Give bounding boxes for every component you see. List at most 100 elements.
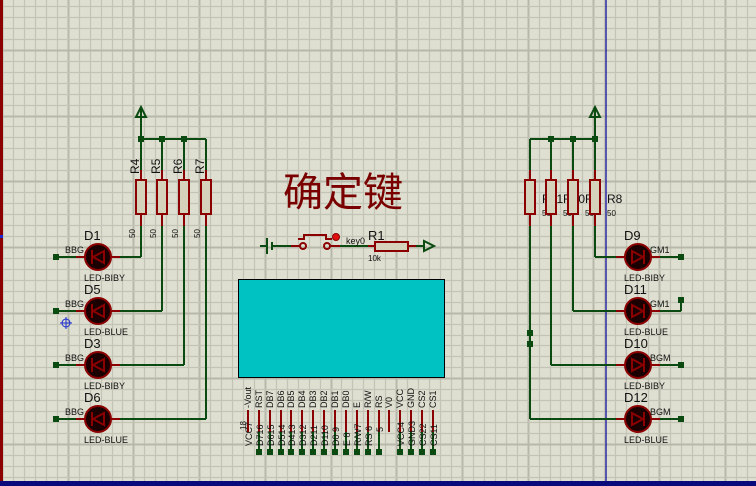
terminal-dot: [321, 449, 327, 455]
terminal-dot: [397, 449, 403, 455]
resistor-ref: R6: [171, 158, 185, 174]
resistor-body: [524, 179, 536, 215]
led-body: [84, 405, 112, 433]
resistor-body: [545, 179, 557, 215]
terminal-dot: [678, 254, 684, 260]
led-body: [624, 405, 652, 433]
resistor-value: 10k: [368, 254, 382, 263]
lcd-pin-name: E: [352, 402, 362, 408]
push-button[interactable]: [291, 233, 340, 250]
resistor-ref: R7: [193, 158, 207, 174]
diode-icon: [90, 249, 105, 265]
resistor-body: [200, 179, 212, 215]
led-type: LED-BLUE: [624, 327, 668, 337]
led-type: LED-BIBY: [624, 273, 665, 283]
led-body: [84, 297, 112, 325]
resistor-body: [567, 179, 579, 215]
led-body: [84, 351, 112, 379]
resistor-r11[interactable]: R1150: [524, 170, 563, 226]
title-label[interactable]: 确定键: [283, 170, 403, 216]
lcd-net-label: RS 6: [364, 426, 374, 446]
lcd-pin-name: DB5: [286, 390, 296, 408]
resistor-r6[interactable]: R6 50: [171, 158, 190, 238]
terminal-dot: [53, 254, 59, 260]
led-ref: D12: [624, 390, 648, 405]
terminal-dot: [288, 449, 294, 455]
resistor-body: [156, 179, 168, 215]
diode-icon: [631, 303, 646, 319]
lcd-pin-number: 18: [239, 421, 248, 430]
terminal-dot: [376, 449, 382, 455]
resistor-ref: R1: [368, 228, 385, 243]
led-type: LED-BLUE: [624, 435, 668, 445]
lcd-pin-name: DB7: [265, 390, 275, 408]
lcd-pin-name: RST: [254, 389, 264, 408]
sheet-border-left: [0, 0, 3, 486]
led-pin-label: BBG: [65, 245, 84, 255]
resistor-body: [589, 179, 601, 215]
resistor-ref: R8: [607, 192, 623, 206]
diode-icon: [90, 357, 105, 373]
led-type: LED-BIBY: [84, 273, 125, 283]
lcd-pin-name: R/W: [363, 390, 373, 408]
lcd-screen[interactable]: [238, 279, 445, 378]
button-contact: [323, 242, 331, 250]
crosshair-cursor-icon: [60, 317, 72, 329]
lcd-net-label: VCC7: [244, 422, 254, 446]
terminal-dot: [332, 449, 338, 455]
lcd-pin-name: V0: [384, 397, 394, 408]
button-contact: [299, 242, 307, 250]
lcd-pin-name: -Vout: [243, 386, 253, 408]
lcd-net-label: CS22: [418, 423, 428, 446]
net-label-key0: key0: [346, 236, 365, 246]
lcd-net-label: R/W7: [353, 424, 363, 447]
led-body: [624, 351, 652, 379]
terminal-dot: [419, 449, 425, 455]
resistor-ref: R4: [128, 158, 142, 174]
resistor-value: 50: [607, 209, 616, 218]
lcd-net-label: D0 9: [331, 427, 341, 446]
lcd-net-label: CS11: [429, 424, 439, 446]
diode-icon: [631, 357, 646, 373]
diode-icon: [90, 411, 105, 427]
led-pin-label: BGM: [650, 407, 671, 417]
resistor-body: [374, 241, 409, 252]
lcd-pin-name: CS2: [417, 390, 427, 408]
resistor-value: 50: [149, 229, 158, 238]
power-terminal-icon: [134, 104, 148, 121]
resistor-ref: R5: [149, 158, 163, 174]
lcd-net-label: 5: [375, 427, 385, 432]
terminal-dot: [354, 449, 360, 455]
terminal-dot: [267, 449, 273, 455]
junction-dot: [527, 330, 533, 336]
junction-dot: [527, 341, 533, 347]
terminal-dot: [365, 449, 371, 455]
led-ref: D5: [84, 282, 101, 297]
led-pin-label: BGM: [650, 353, 671, 363]
terminal-dot: [408, 449, 414, 455]
terminal-dot: [678, 362, 684, 368]
led-pin-label: GM1: [650, 245, 670, 255]
power-arrow: [588, 104, 602, 118]
power-terminal-icon: [588, 104, 602, 121]
resistor-r10[interactable]: R1050: [545, 170, 585, 226]
terminal-dot: [53, 362, 59, 368]
resistor-r1[interactable]: R1 10k: [368, 228, 416, 263]
lcd-pin-name: VCC: [395, 388, 405, 408]
led-body: [624, 297, 652, 325]
resistor-value: 50: [171, 229, 180, 238]
resistor-r5[interactable]: R5 50: [149, 158, 168, 238]
